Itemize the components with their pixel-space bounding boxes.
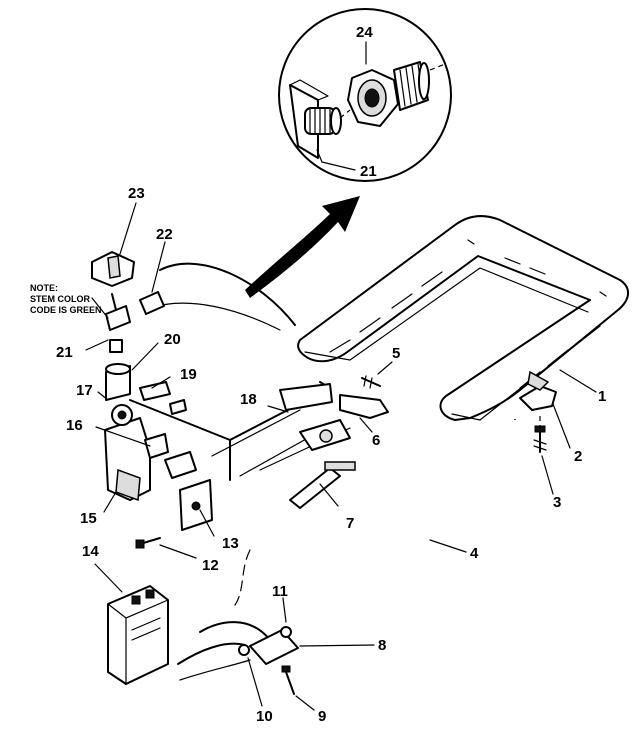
callout-14: 14	[82, 543, 99, 560]
wiring	[177, 549, 271, 681]
note-line-3: CODE IS GREEN	[30, 305, 102, 315]
callout-18: 18	[240, 391, 257, 408]
elbow-22	[139, 291, 165, 315]
screw-12	[135, 537, 161, 549]
note-line-1: NOTE:	[30, 283, 58, 293]
valve-stem-21	[105, 293, 131, 353]
inset-detail	[278, 8, 452, 182]
gas-tube	[178, 419, 518, 621]
callout-15: 15	[80, 510, 97, 527]
callout-16: 16	[66, 417, 83, 434]
callout-5: 5	[392, 345, 400, 362]
valve-6	[299, 394, 389, 451]
callout-22: 22	[156, 226, 173, 243]
callout-19: 19	[180, 366, 197, 383]
igniter	[289, 461, 356, 509]
callout-labels: 24 21 23 22 21 20 19 17 18 16 15 14 13 1…	[56, 24, 606, 725]
screw-3	[533, 425, 547, 453]
hex-fitting	[347, 61, 430, 127]
note-line-2: STEM COLOR	[30, 294, 90, 304]
fitting-19	[139, 381, 187, 415]
electrode-bracket-8	[238, 629, 299, 665]
callout-21-inset: 21	[360, 163, 377, 180]
callout-21: 21	[56, 344, 73, 361]
ignition-module	[107, 585, 169, 685]
callout-23: 23	[128, 185, 145, 202]
callout-8: 8	[378, 637, 386, 654]
pointer-arrow	[245, 196, 360, 298]
fitting-near-13	[164, 451, 197, 479]
stem-color-note: NOTE: STEM COLOR CODE IS GREEN	[30, 283, 102, 315]
callout-10: 10	[256, 708, 273, 725]
burner-bracket	[519, 370, 557, 411]
screw-5	[361, 375, 381, 389]
callout-17: 17	[76, 382, 93, 399]
callout-20: 20	[164, 331, 181, 348]
fitting-20	[105, 363, 131, 401]
callout-3: 3	[553, 494, 561, 511]
orifice-spud	[304, 107, 342, 135]
callout-9: 9	[318, 708, 326, 725]
burner	[297, 215, 629, 421]
callout-24: 24	[356, 24, 373, 41]
regulator	[104, 404, 169, 502]
callout-2: 2	[574, 448, 582, 465]
leader-lines	[85, 202, 597, 711]
callout-7: 7	[346, 515, 354, 532]
screw-9	[281, 665, 295, 695]
nut-11	[280, 626, 292, 638]
callout-4: 4	[470, 545, 479, 562]
knob-23	[91, 251, 135, 287]
callout-6: 6	[372, 432, 380, 449]
callout-12: 12	[202, 557, 219, 574]
callout-13: 13	[222, 535, 239, 552]
callout-11: 11	[272, 583, 288, 600]
callout-1: 1	[598, 388, 606, 405]
